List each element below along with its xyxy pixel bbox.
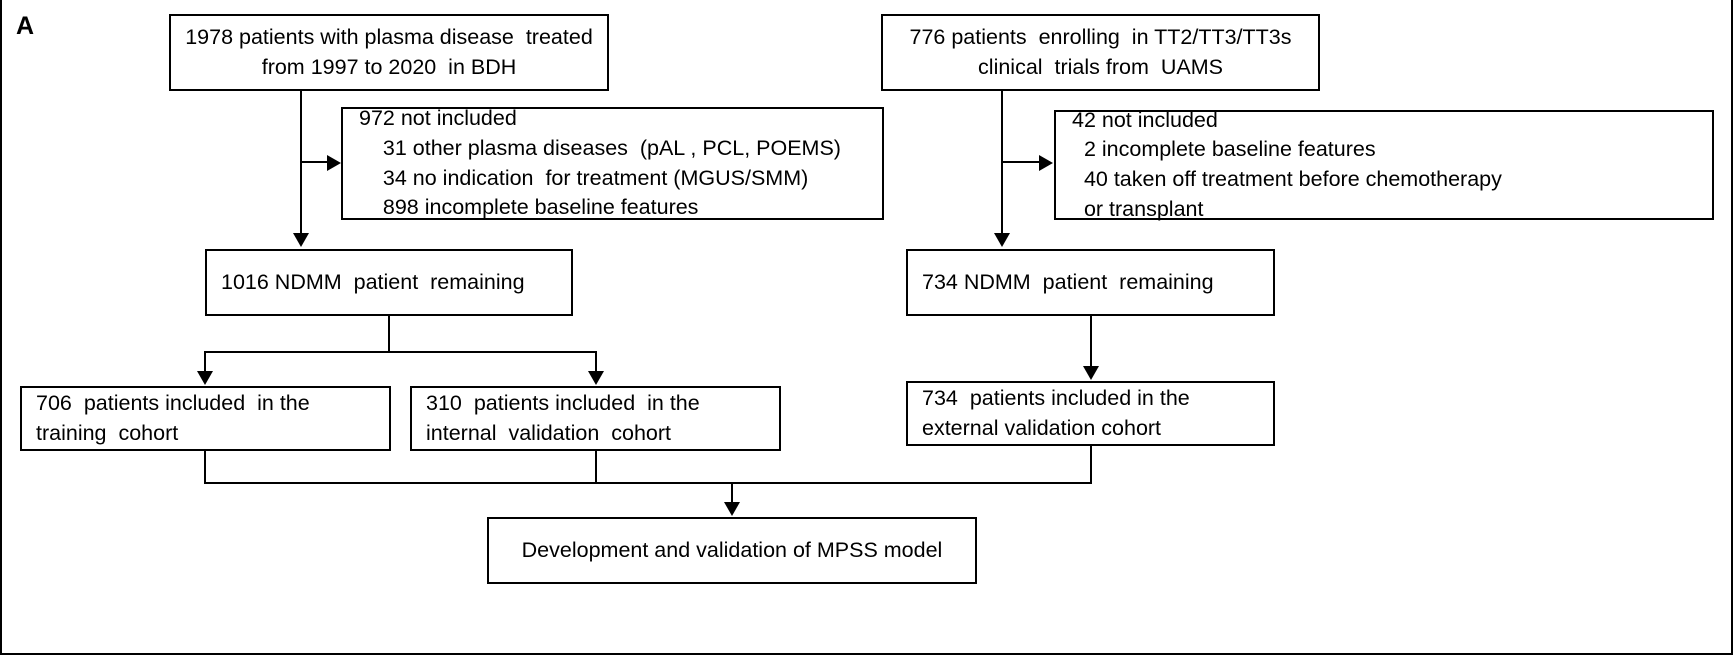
arrowhead-internal-cohort bbox=[588, 371, 604, 385]
connector-training-down bbox=[204, 451, 206, 483]
external-validation-line-2: external validation cohort bbox=[922, 415, 1162, 440]
internal-validation-cohort-box: 310 patients included in the internal va… bbox=[410, 386, 781, 451]
uams-remaining-line-1: 734 NDMM patient remaining bbox=[922, 269, 1214, 294]
arrowhead-training-cohort bbox=[197, 371, 213, 385]
arrowhead-model bbox=[724, 502, 740, 516]
connector-bdh-remaining-stem bbox=[388, 316, 390, 352]
bdh-remaining-box: 1016 NDMM patient remaining bbox=[205, 249, 573, 316]
connector-merge-horizontal bbox=[204, 482, 1092, 484]
training-cohort-box: 706 patients included in the training co… bbox=[20, 386, 391, 451]
uams-source-line-2: clinical trials from UAMS bbox=[978, 54, 1223, 79]
bdh-excluded-line-2: 31 other plasma diseases (pAL , PCL, POE… bbox=[359, 135, 841, 160]
uams-source-box: 776 patients enrolling in TT2/TT3/TT3s c… bbox=[881, 14, 1320, 91]
uams-excluded-line-1: 42 not included bbox=[1072, 107, 1218, 132]
connector-external-down bbox=[1090, 446, 1092, 483]
connector-internal-down bbox=[595, 451, 597, 483]
connector-internal-drop bbox=[595, 351, 597, 379]
bdh-source-line-1: 1978 patients with plasma disease treate… bbox=[185, 24, 593, 49]
connector-uams-to-excluded bbox=[1001, 161, 1041, 163]
internal-validation-line-1: 310 patients included in the bbox=[426, 390, 700, 415]
bdh-source-box: 1978 patients with plasma disease treate… bbox=[169, 14, 609, 91]
arrowhead-uams-excluded bbox=[1039, 155, 1053, 171]
training-cohort-line-2: training cohort bbox=[36, 420, 179, 445]
connector-bdh-split-horizontal bbox=[204, 351, 597, 353]
connector-uams-remaining-to-external bbox=[1090, 316, 1092, 373]
connector-model-stem bbox=[731, 482, 733, 510]
bdh-excluded-line-4: 898 incomplete baseline features bbox=[359, 195, 699, 220]
page-border-bottom bbox=[0, 653, 1733, 655]
training-cohort-line-1: 706 patients included in the bbox=[36, 390, 310, 415]
arrowhead-uams-remaining bbox=[994, 233, 1010, 247]
bdh-remaining-line-1: 1016 NDMM patient remaining bbox=[221, 269, 525, 294]
model-line-1: Development and validation of MPSS model bbox=[521, 537, 943, 562]
uams-source-line-1: 776 patients enrolling in TT2/TT3/TT3s bbox=[909, 24, 1292, 49]
bdh-excluded-line-3: 34 no indication for treatment (MGUS/SMM… bbox=[359, 165, 809, 190]
arrowhead-bdh-excluded bbox=[327, 155, 341, 171]
external-validation-line-1: 734 patients included in the bbox=[922, 385, 1190, 410]
uams-excluded-box: 42 not included 2 incomplete baseline fe… bbox=[1054, 108, 1714, 221]
connector-training-drop bbox=[204, 351, 206, 379]
uams-excluded-line-2: 2 incomplete baseline features bbox=[1072, 137, 1376, 162]
uams-excluded-line-4: or transplant bbox=[1072, 196, 1204, 221]
page-border-left bbox=[0, 0, 2, 655]
model-box: Development and validation of MPSS model bbox=[487, 517, 977, 584]
connector-bdh-to-excluded bbox=[300, 161, 332, 163]
uams-excluded-line-3: 40 taken off treatment before chemothera… bbox=[1072, 167, 1502, 191]
page-border-right bbox=[1731, 0, 1733, 655]
panel-label-a: A bbox=[16, 12, 35, 40]
connector-bdh-source-to-remaining bbox=[300, 91, 302, 241]
bdh-excluded-box: 972 not included 31 other plasma disease… bbox=[341, 106, 884, 220]
internal-validation-line-2: internal validation cohort bbox=[426, 420, 672, 445]
arrowhead-bdh-remaining bbox=[293, 233, 309, 247]
arrowhead-external-cohort bbox=[1083, 366, 1099, 380]
bdh-excluded-line-1: 972 not included bbox=[359, 106, 517, 131]
external-validation-cohort-box: 734 patients included in the external va… bbox=[906, 381, 1275, 446]
uams-remaining-box: 734 NDMM patient remaining bbox=[906, 249, 1275, 316]
connector-uams-source-to-remaining bbox=[1001, 91, 1003, 241]
bdh-source-line-2: from 1997 to 2020 in BDH bbox=[261, 54, 517, 79]
